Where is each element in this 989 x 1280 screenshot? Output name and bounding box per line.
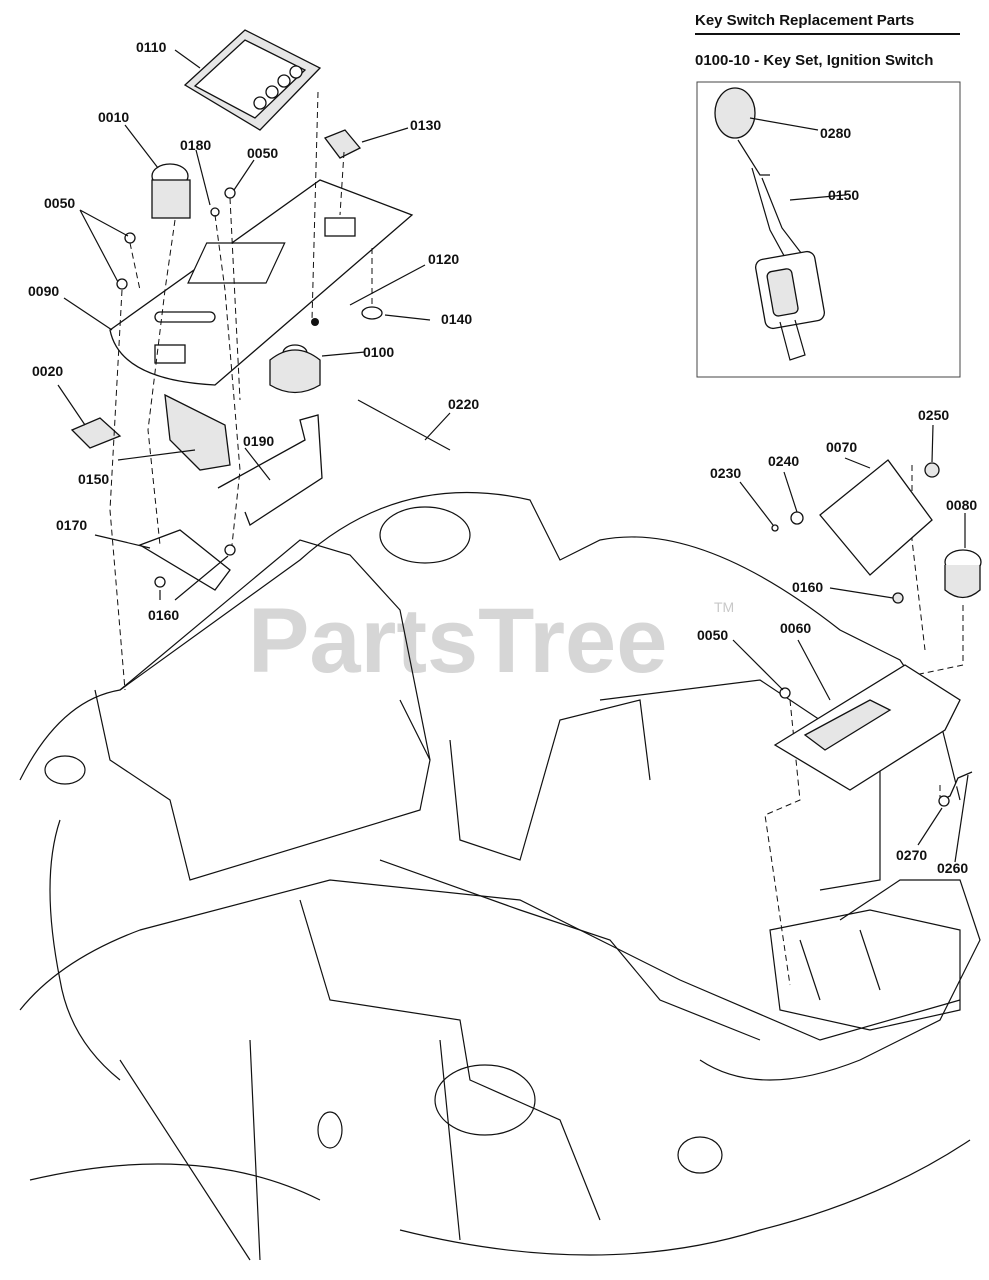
part-ignition-0100 <box>269 344 321 394</box>
callout-0160: 0160 <box>792 579 823 595</box>
part-decal-0020 <box>70 417 122 449</box>
callout-0080: 0080 <box>946 497 977 513</box>
callout-0130: 0130 <box>410 117 441 133</box>
watermark-tm: TM <box>714 599 734 615</box>
part-plate-0060 <box>773 664 961 791</box>
callout-0270: 0270 <box>896 847 927 863</box>
callout-0170: 0170 <box>56 517 87 533</box>
callout-0220: 0220 <box>448 396 479 412</box>
callout-0070: 0070 <box>826 439 857 455</box>
inset-frame <box>696 81 961 378</box>
part-nut-0160 <box>892 592 904 604</box>
part-cap-0250 <box>924 462 940 478</box>
ignition-switch-assembly-drawing <box>714 87 826 361</box>
callout-0050: 0050 <box>247 145 278 161</box>
callout-0050: 0050 <box>697 627 728 643</box>
part-switch-0010 <box>151 163 191 219</box>
part-plate-0090 <box>109 179 414 386</box>
part-screw-0050 <box>779 687 791 699</box>
callout-0060: 0060 <box>780 620 811 636</box>
part-lock-0080 <box>944 549 982 599</box>
callout-0230: 0230 <box>710 465 741 481</box>
inset-subtitle: 0100-10 - Key Set, Ignition Switch <box>695 52 934 69</box>
callout-0260: 0260 <box>937 860 968 876</box>
leader-lines <box>57 49 969 863</box>
callout-0150: 0150 <box>78 471 109 487</box>
callout-0180: 0180 <box>180 137 211 153</box>
callout-0140: 0140 <box>441 311 472 327</box>
callout-0100: 0100 <box>363 344 394 360</box>
callout-0250: 0250 <box>918 407 949 423</box>
chassis-frame-drawing <box>19 491 981 1261</box>
part-plug-0120 <box>311 318 319 326</box>
part-switch-0150 <box>164 393 231 471</box>
part-plate-0170 <box>138 529 231 591</box>
watermark: PartsTree <box>248 590 667 692</box>
callout-0120: 0120 <box>428 251 459 267</box>
callout-0240: 0240 <box>768 453 799 469</box>
part-bracket-0190 <box>217 414 323 526</box>
part-oring-0140 <box>361 306 383 320</box>
callout-0090: 0090 <box>28 283 59 299</box>
callout-0160: 0160 <box>148 607 179 623</box>
callout-0110: 0110 <box>136 39 167 55</box>
part-washer-0270 <box>938 795 950 807</box>
part-display-0110 <box>183 29 322 131</box>
callout-labels: 0110 0010 0180 0050 0130 0050 0090 0120 … <box>28 39 977 876</box>
part-screw-0230 <box>771 524 779 532</box>
assembly-guide-lines <box>109 91 964 986</box>
callout-0020: 0020 <box>32 363 63 379</box>
part-washer-0240 <box>790 511 804 525</box>
part-cover-0130 <box>323 129 362 159</box>
part-cable-tie-0220 <box>357 399 451 451</box>
callout-0050: 0050 <box>44 195 75 211</box>
part-plate-0070 <box>819 459 933 576</box>
callout-0150: 0150 <box>828 187 859 203</box>
inset-title: Key Switch Replacement Parts <box>695 12 960 35</box>
callout-0190: 0190 <box>243 433 274 449</box>
callout-0280: 0280 <box>820 125 851 141</box>
callout-0010: 0010 <box>98 109 129 125</box>
